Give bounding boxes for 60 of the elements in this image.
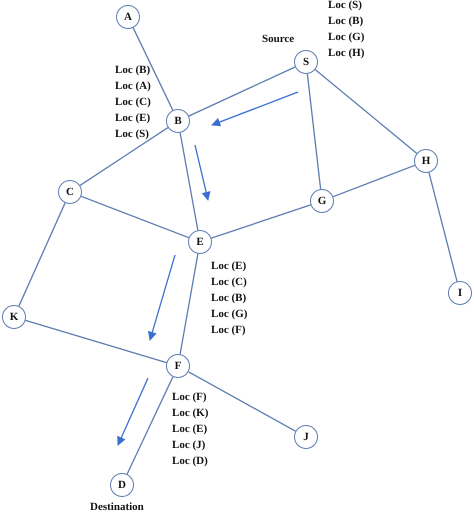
node-annotation: Loc (S) (115, 128, 149, 141)
node-annotation: Loc (E) (211, 260, 246, 273)
connector-line (80, 127, 168, 186)
node-annotation: Loc (A) (115, 80, 151, 93)
node-annotation: Loc (S) (328, 0, 362, 12)
node-annotation: Loc (D) (172, 455, 208, 468)
node-label: I (458, 288, 462, 298)
node-annotation: Loc (B) (328, 15, 364, 28)
node-annotation: Loc (C) (211, 276, 247, 289)
node-label: C (66, 186, 74, 198)
node-label: S (302, 56, 310, 68)
node-circle (188, 230, 212, 254)
node-circle (448, 281, 472, 305)
node-label: E (196, 236, 204, 248)
node-label: J (303, 432, 309, 442)
connector-line (211, 204, 311, 239)
connector-line (188, 66, 296, 117)
node-annotation: Loc (F) (172, 391, 207, 404)
node-annotation: Loc (E) (172, 423, 208, 436)
node-circle (58, 180, 82, 204)
node-annotation: Loc (H) (328, 47, 364, 60)
node-circle (2, 305, 26, 329)
connector-line (188, 371, 296, 432)
node-circle (110, 473, 134, 497)
node-label: G (318, 196, 326, 206)
node-annotation: Loc (C) (115, 96, 151, 109)
connector-line (332, 164, 416, 198)
node-annotation: Loc (B) (115, 64, 150, 77)
node-annotation: Destination (90, 501, 144, 514)
connector-line (18, 202, 66, 306)
node-label: D (118, 480, 126, 490)
node-circle (166, 109, 190, 133)
node-circle (414, 149, 438, 173)
connector-line (180, 132, 198, 230)
node-circle (294, 425, 318, 449)
connector-line (25, 320, 167, 364)
connector-line (126, 376, 174, 474)
node-annotation: Source (262, 33, 294, 46)
node-label: B (174, 116, 182, 126)
node-annotation: Loc (G) (211, 308, 248, 321)
node-annotation: Loc (F) (211, 324, 246, 337)
node-annotation: Loc (J) (172, 439, 206, 452)
connector-line (314, 69, 418, 154)
node-circle (310, 189, 334, 213)
node-annotation: Loc (E) (115, 112, 150, 125)
node-annotation: Loc (B) (211, 292, 246, 305)
connector-line (80, 196, 190, 238)
node-annotation: Loc (G) (328, 31, 364, 44)
node-label: F (174, 360, 182, 372)
connector-line (306, 74, 322, 190)
node-circle (294, 50, 318, 74)
node-label: K (10, 312, 18, 322)
node-annotation: Loc (K) (172, 407, 208, 420)
node-circle (166, 354, 190, 378)
node-label: H (422, 156, 430, 166)
node-circle (116, 5, 140, 29)
node-label: A (124, 12, 132, 22)
connector-line (428, 172, 458, 282)
connector-line (132, 28, 174, 110)
connector-line (179, 254, 199, 354)
